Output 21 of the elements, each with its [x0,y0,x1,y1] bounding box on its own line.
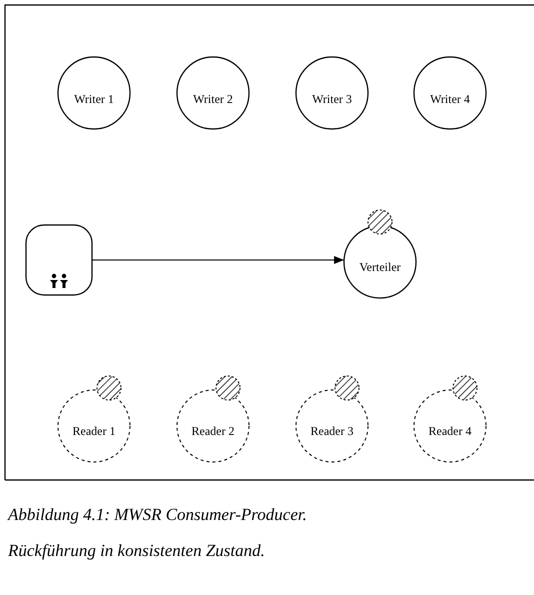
node-label: Writer 2 [192,92,234,107]
circle-node [295,56,369,130]
node-label: Reader 3 [310,424,354,439]
circle-node [413,56,487,130]
figure-caption: Abbildung 4.1: MWSR Consumer-Producer. Rückführung in konsistenten Zustand. [8,504,308,562]
circle-node [57,56,131,130]
circle-node [176,56,250,130]
node-label: Reader 4 [428,424,472,439]
dashed-circle [58,390,130,462]
node-label: Reader 1 [72,424,116,439]
circle-node [343,225,417,299]
node-label: Reader 2 [190,424,236,439]
dashed-circle [176,390,250,462]
node-label: Verteiler [358,260,402,275]
arrow [92,256,345,264]
node-label: Writer 1 [73,92,115,107]
node-label: Writer 3 [311,92,353,107]
rounded-box [25,224,93,296]
node-label: Writer 4 [429,92,471,107]
dashed-circle [414,390,486,462]
dashed-circle [296,390,368,462]
